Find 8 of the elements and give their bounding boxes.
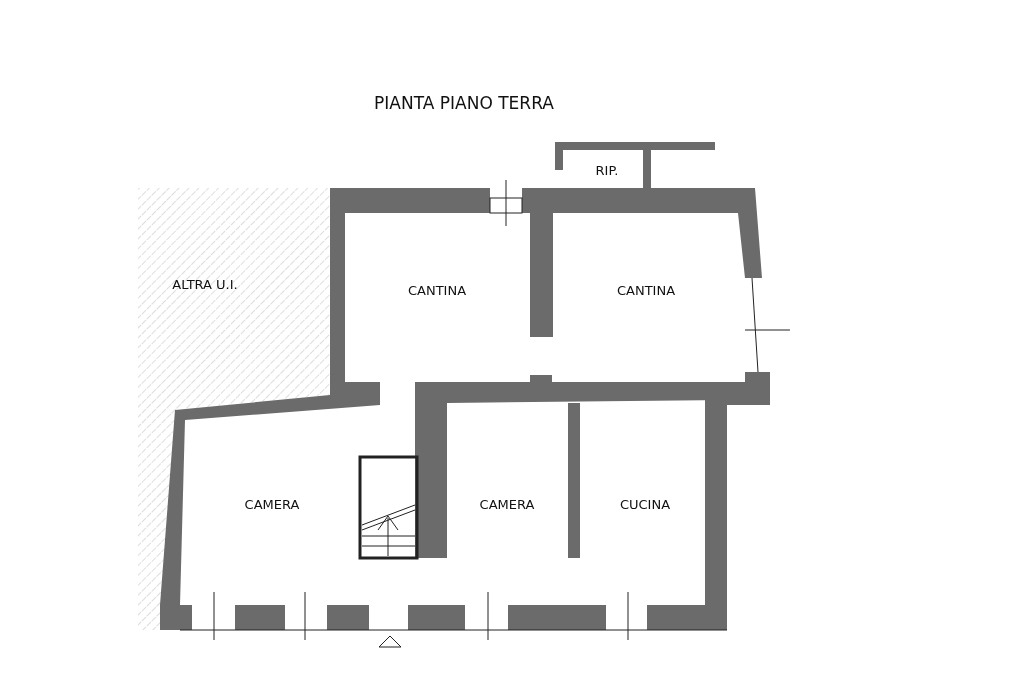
room-label: CANTINA xyxy=(616,282,676,298)
room-label: CAMERA xyxy=(244,496,300,512)
room-label: CUCINA xyxy=(619,496,671,512)
plan-title: PIANTA PIANO TERRA xyxy=(374,93,554,113)
room-label: RIP. xyxy=(595,162,619,178)
room-label: CAMERA xyxy=(479,496,535,512)
room-label: ALTRA U.I. xyxy=(172,276,238,292)
room-label: CANTINA xyxy=(407,282,467,298)
